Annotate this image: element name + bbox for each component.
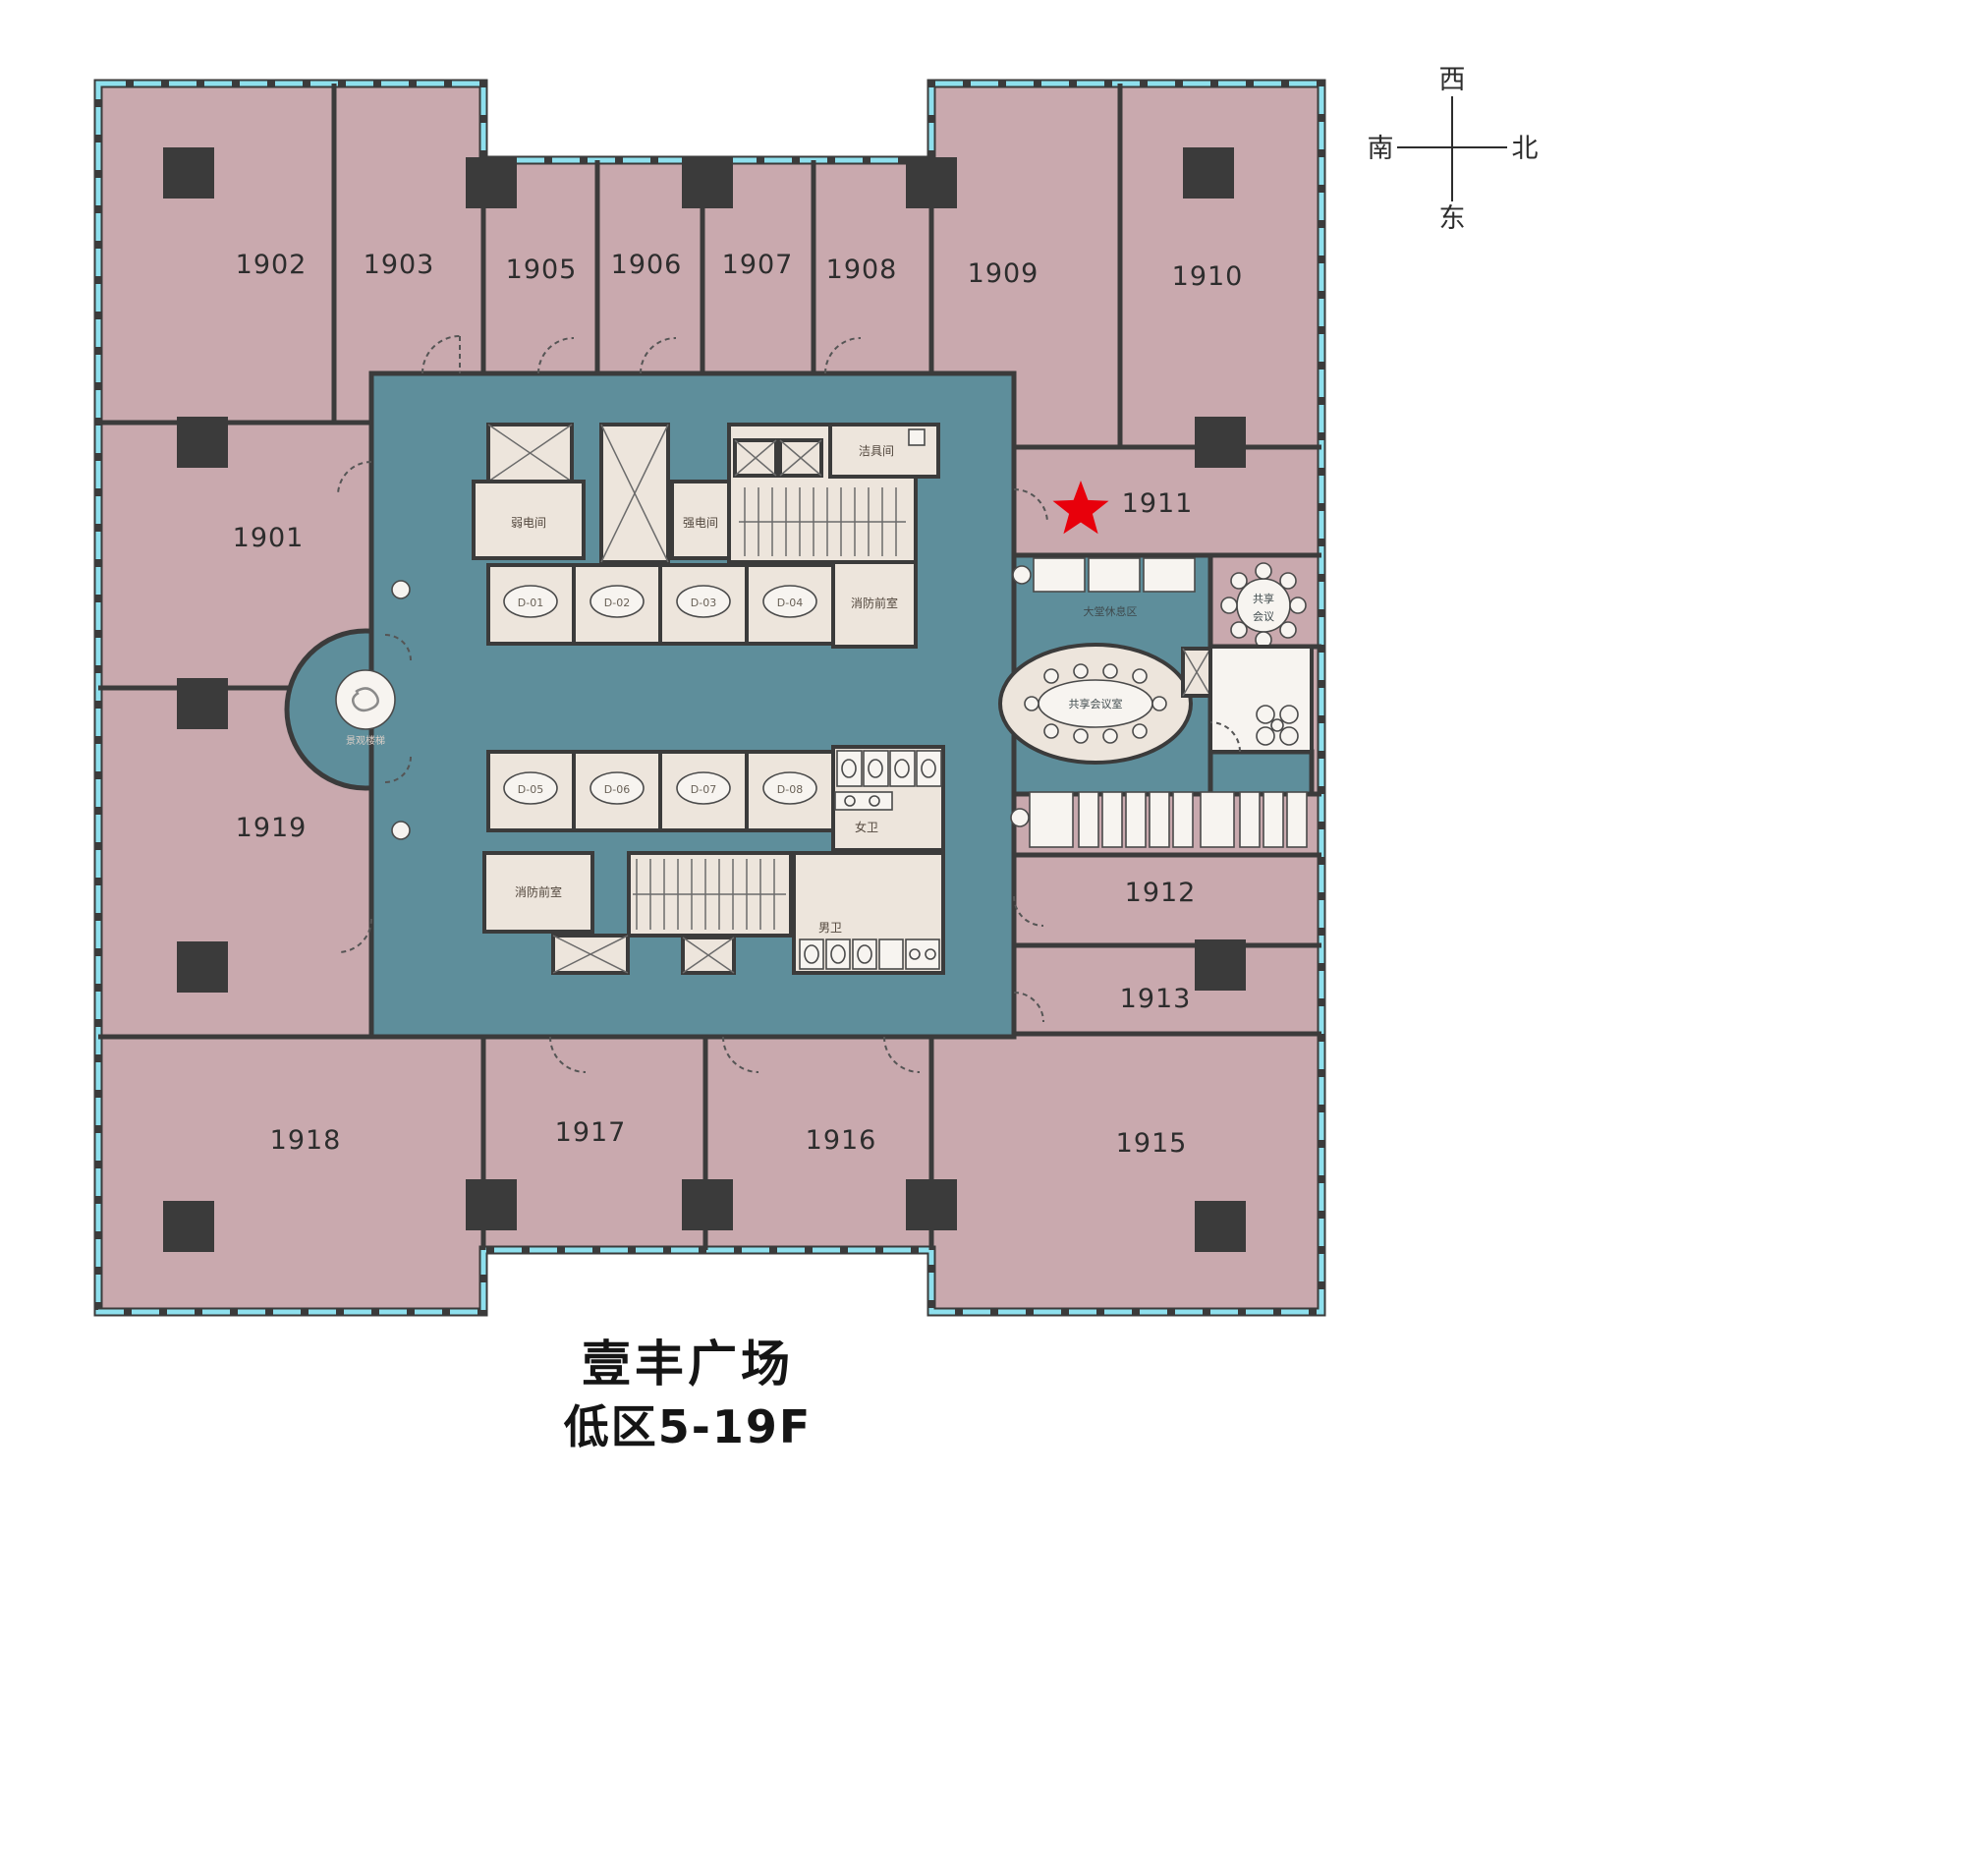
fire-lobby-bottom-room (482, 851, 594, 934)
elevator-label: D-01 (518, 597, 543, 609)
strong-electric-label: 强电间 (683, 516, 718, 530)
shared-meeting-round: 共享 会议 (1220, 562, 1307, 649)
highlight-star (1052, 481, 1109, 535)
fire-lobby-bottom-label: 消防前室 (515, 884, 562, 899)
unit-label-1907: 1907 (722, 250, 794, 280)
unit-labels: 1902 1903 1905 1906 1907 1908 1909 1910 … (233, 250, 1244, 1159)
compass-north: 北 (1512, 134, 1539, 164)
compass-south: 南 (1368, 134, 1394, 164)
side-room (1208, 645, 1314, 754)
strong-electric-room (670, 480, 731, 560)
shared-meeting-small-label-2: 会议 (1253, 610, 1274, 623)
compass-east: 东 (1439, 203, 1466, 234)
mens-toilet: 男卫 (792, 851, 945, 975)
plant-icon (1010, 808, 1030, 827)
unit-label-1901: 1901 (233, 523, 305, 553)
unit-label-1915: 1915 (1116, 1128, 1188, 1159)
stairwell-top (727, 423, 918, 564)
shaft-bottom-left (551, 934, 630, 975)
door-arcs (337, 335, 1048, 1073)
unit-label-1909: 1909 (968, 258, 1039, 289)
compass: 西 南 北 东 (1368, 65, 1539, 234)
unit-label-1902: 1902 (236, 250, 308, 280)
unit-label-1918: 1918 (270, 1125, 342, 1156)
unit-label-1903: 1903 (364, 250, 435, 280)
unit-label-1905: 1905 (506, 255, 578, 285)
plan-title: 壹丰广场 低区5-19F (564, 1336, 813, 1453)
elevator-label: D-08 (777, 783, 803, 796)
plant-icon (391, 580, 411, 599)
janitor-label: 洁具间 (859, 444, 894, 458)
elevator-label: D-03 (691, 597, 716, 609)
shared-meeting-small-label-1: 共享 (1253, 592, 1274, 605)
fire-lobby-top-label: 消防前室 (851, 596, 898, 610)
compass-west: 西 (1439, 65, 1466, 95)
elevator-label: D-06 (604, 783, 630, 796)
core-rooms: 弱电间 强电间 (472, 423, 945, 975)
scenic-stair: 景观楼梯 (335, 580, 411, 840)
shaft-top-left (486, 423, 574, 483)
plant-icon (1012, 565, 1032, 585)
lobby-lounge-label: 大堂休息区 (1084, 604, 1138, 618)
unit-label-1910: 1910 (1172, 261, 1244, 292)
unit-label-1912: 1912 (1125, 878, 1197, 908)
unit-label-1917: 1917 (555, 1117, 627, 1148)
unit-label-1913: 1913 (1120, 984, 1192, 1014)
unit-label-1906: 1906 (611, 250, 683, 280)
shaft-bottom-mid (681, 936, 736, 975)
weak-electric-label: 弱电间 (511, 516, 546, 530)
phone-booths (1010, 791, 1308, 848)
mens-wc-label: 男卫 (818, 921, 842, 935)
shared-meeting-room-label: 共享会议室 (1069, 697, 1123, 711)
unit-label-1911: 1911 (1122, 488, 1194, 519)
janitor-room: 洁具间 (828, 423, 940, 479)
elevator-label: D-05 (518, 783, 543, 796)
elevator-bank-bottom: D-05 D-06 D-07 D-08 (486, 750, 835, 832)
womens-wc-label: 女卫 (855, 820, 878, 834)
womens-toilet: 女卫 (831, 745, 945, 852)
columns (163, 147, 1246, 1252)
unit-label-1908: 1908 (826, 255, 898, 285)
weak-electric-room (472, 480, 586, 560)
plant-icon (391, 821, 411, 840)
unit-label-1919: 1919 (236, 813, 308, 843)
elevator-label: D-02 (604, 597, 630, 609)
unit-label-1916: 1916 (806, 1125, 877, 1156)
plan-title-line1: 壹丰广场 (582, 1336, 794, 1393)
stairwell-bottom (627, 851, 793, 938)
lobby-lounge: 大堂休息区 (1012, 557, 1196, 618)
shaft-tall (599, 423, 670, 564)
shared-meeting-oval: 共享会议室 (998, 643, 1212, 765)
elevator-label: D-07 (691, 783, 716, 796)
elevator-bank-top: D-01 D-02 D-03 D-04 (486, 563, 835, 646)
plan-title-line2: 低区5-19F (564, 1400, 813, 1453)
fire-lobby-top-room (831, 560, 918, 649)
elevator-label: D-04 (777, 597, 803, 609)
scenic-stair-label: 景观楼梯 (346, 734, 385, 747)
